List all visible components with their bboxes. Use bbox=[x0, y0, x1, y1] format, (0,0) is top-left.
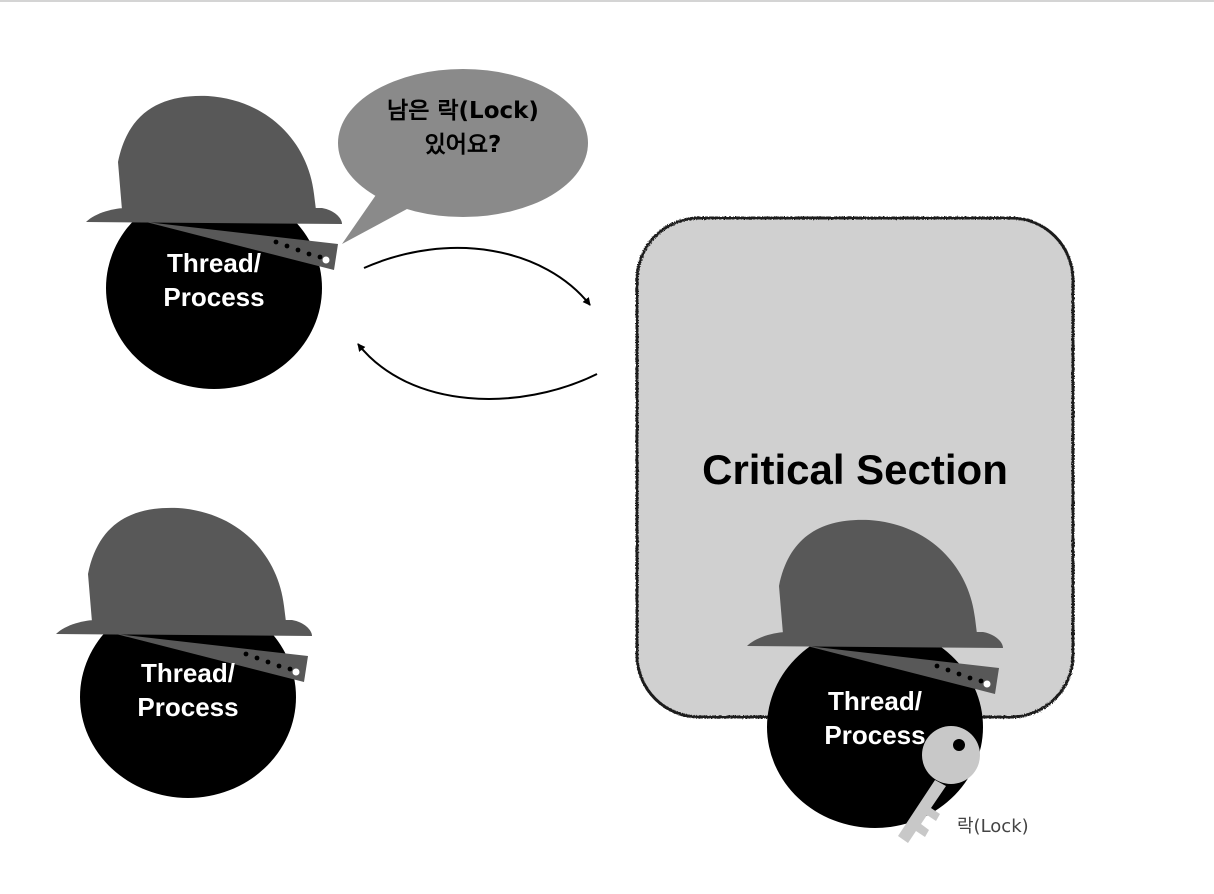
worker-in-cs-label-line-1: Thread/ bbox=[828, 686, 922, 716]
request-arrow bbox=[363, 246, 591, 306]
key-label: 락(Lock) bbox=[957, 816, 1029, 837]
worker-asking-label-line-1: Thread/ bbox=[167, 248, 261, 278]
response-arrow bbox=[357, 343, 598, 400]
worker-asking bbox=[86, 95, 342, 389]
speech-bubble-line-2: 있어요? bbox=[425, 132, 502, 158]
critical-section-title: Critical Section bbox=[702, 446, 1008, 493]
key-icon bbox=[898, 726, 980, 843]
worker-head bbox=[80, 596, 296, 798]
speech-bubble bbox=[338, 69, 588, 244]
top-divider bbox=[0, 0, 1214, 2]
worker-waiting-label-line-2: Process bbox=[137, 692, 238, 722]
worker-waiting bbox=[56, 507, 312, 798]
worker-in-cs-label-line-2: Process bbox=[824, 720, 925, 750]
worker-in-critical-section bbox=[747, 519, 1003, 828]
worker-waiting-label-line-1: Thread/ bbox=[141, 658, 235, 688]
speech-bubble-line-1: 남은 락(Lock) bbox=[387, 98, 539, 124]
worker-asking-label-line-2: Process bbox=[163, 282, 264, 312]
